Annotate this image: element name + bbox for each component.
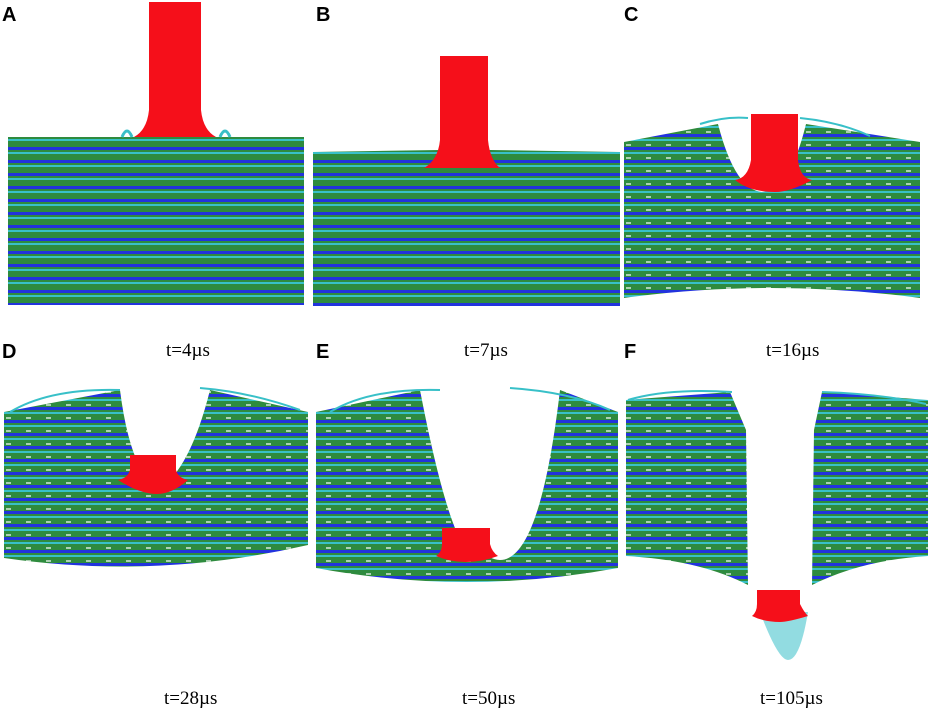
laminate-target-left	[626, 392, 748, 585]
time-label-f: t=105µs	[760, 688, 823, 709]
debris-left	[9, 388, 121, 413]
panel-letter-c: C	[624, 4, 638, 26]
time-label-b: t=7µs	[464, 340, 508, 361]
debris-left	[699, 116, 749, 125]
projectile	[134, 2, 216, 137]
projectile	[118, 455, 188, 494]
panel-a	[8, 2, 304, 305]
crater-cavity	[420, 390, 560, 550]
projectile	[752, 590, 808, 622]
panel-c	[624, 114, 920, 298]
panel-e	[316, 387, 618, 582]
debris-right	[199, 387, 301, 411]
projectile	[735, 114, 812, 192]
ejecta	[120, 129, 232, 138]
debris-right	[509, 387, 611, 411]
panel-f	[626, 390, 928, 660]
panel-letter-b: B	[316, 4, 330, 26]
debris-right	[821, 391, 927, 405]
time-label-d: t=28µs	[164, 688, 217, 709]
laminate-target	[313, 150, 620, 306]
time-label-a: t=4µs	[166, 340, 210, 361]
projectile	[424, 56, 500, 168]
debris-left	[627, 390, 733, 401]
panel-b	[313, 56, 620, 306]
panel-letter-d: D	[2, 341, 16, 363]
panel-letter-e: E	[316, 341, 329, 363]
debris-right	[799, 117, 871, 137]
laminate-target	[624, 124, 920, 298]
time-label-c: t=16µs	[766, 340, 819, 361]
time-label-e: t=50µs	[462, 688, 515, 709]
panel-d	[4, 387, 308, 567]
projectile	[436, 528, 498, 562]
laminate-target-right	[812, 392, 928, 585]
laminate-target	[316, 390, 618, 582]
debris-left	[329, 388, 441, 413]
laminate-target	[8, 137, 304, 305]
panel-letter-f: F	[624, 341, 636, 363]
debris-plume	[760, 612, 808, 660]
panel-letter-a: A	[2, 4, 16, 26]
